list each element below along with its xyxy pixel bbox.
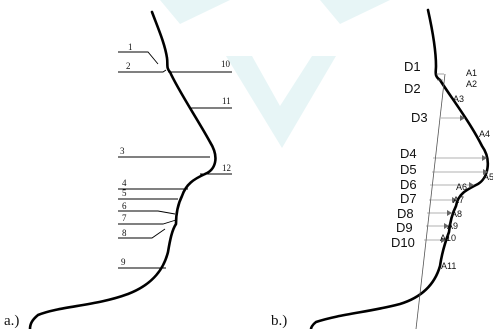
arrowhead-d5: [483, 169, 488, 175]
distance-label-d1: D1: [404, 59, 421, 74]
angle-label-a10: A10: [440, 233, 456, 243]
distance-arrows: [424, 73, 488, 243]
angle-label-a5: A5: [483, 172, 493, 182]
landmark-10: 10: [221, 59, 231, 69]
reference-line: [415, 73, 446, 329]
distance-label-d10: D10: [391, 235, 415, 250]
panel-b-label: b.): [271, 313, 287, 329]
panel-a-right-guides: [168, 71, 232, 175]
guide-line-8: [118, 228, 166, 239]
landmark-4: 4: [122, 178, 127, 188]
arrowhead-d8: [447, 210, 452, 216]
panel-a: 1 2 3 4 5 6 7 8 9 10 11 12 a.): [4, 10, 232, 329]
landmark-2: 2: [126, 61, 131, 71]
distance-label-d6: D6: [400, 177, 417, 192]
landmark-6: 6: [122, 201, 127, 211]
landmark-8: 8: [122, 228, 127, 238]
angle-label-a8: A8: [451, 209, 462, 219]
landmark-11: 11: [222, 96, 231, 106]
angle-label-a2: A2: [466, 79, 477, 89]
panel-a-label: a.): [4, 313, 19, 329]
arrowhead-d7: [452, 197, 457, 203]
arrowhead-d10: [441, 237, 446, 243]
angle-label-a6: A6: [456, 182, 467, 192]
landmark-1: 1: [128, 42, 133, 52]
guide-line-6: [118, 210, 176, 215]
watermark-chevron: [226, 56, 336, 148]
distance-label-d9: D9: [396, 220, 413, 235]
panel-b: D1 D2 D3 D4 D5 D6 D7 D8 D9 D10 A1 A2 A3 …: [271, 8, 493, 329]
angle-label-a9: A9: [447, 221, 458, 231]
landmark-3: 3: [120, 146, 125, 156]
landmark-7: 7: [122, 213, 127, 223]
distance-label-d7: D7: [400, 191, 417, 206]
distance-label-d4: D4: [400, 146, 417, 161]
arrowhead-d9: [444, 223, 449, 229]
panel-a-profile: [28, 10, 217, 329]
arrowhead-d6: [469, 182, 474, 188]
angle-label-a4: A4: [479, 129, 490, 139]
distance-label-d3: D3: [411, 110, 428, 125]
angle-label-a7: A7: [453, 195, 464, 205]
angle-label-a11: A11: [441, 261, 456, 271]
guide-line-1: [118, 51, 159, 65]
landmark-9: 9: [121, 257, 126, 267]
panel-a-left-guides: [118, 51, 210, 269]
landmark-5: 5: [122, 188, 127, 198]
panel-b-profile: [309, 8, 490, 329]
watermark-shape-left: [160, 0, 230, 24]
distance-label-d2: D2: [404, 81, 421, 96]
watermark-shape-right: [320, 0, 390, 24]
landmark-12: 12: [222, 163, 231, 173]
distance-label-d5: D5: [400, 162, 417, 177]
distance-label-d8: D8: [397, 206, 414, 221]
guide-line-7: [118, 219, 177, 225]
guide-line-2: [118, 69, 167, 73]
arrowhead-d4: [482, 155, 487, 161]
arrowhead-d3: [460, 115, 465, 121]
watermark: [160, 0, 390, 148]
angle-label-a1: A1: [466, 68, 477, 78]
angle-label-a3: A3: [453, 94, 464, 104]
